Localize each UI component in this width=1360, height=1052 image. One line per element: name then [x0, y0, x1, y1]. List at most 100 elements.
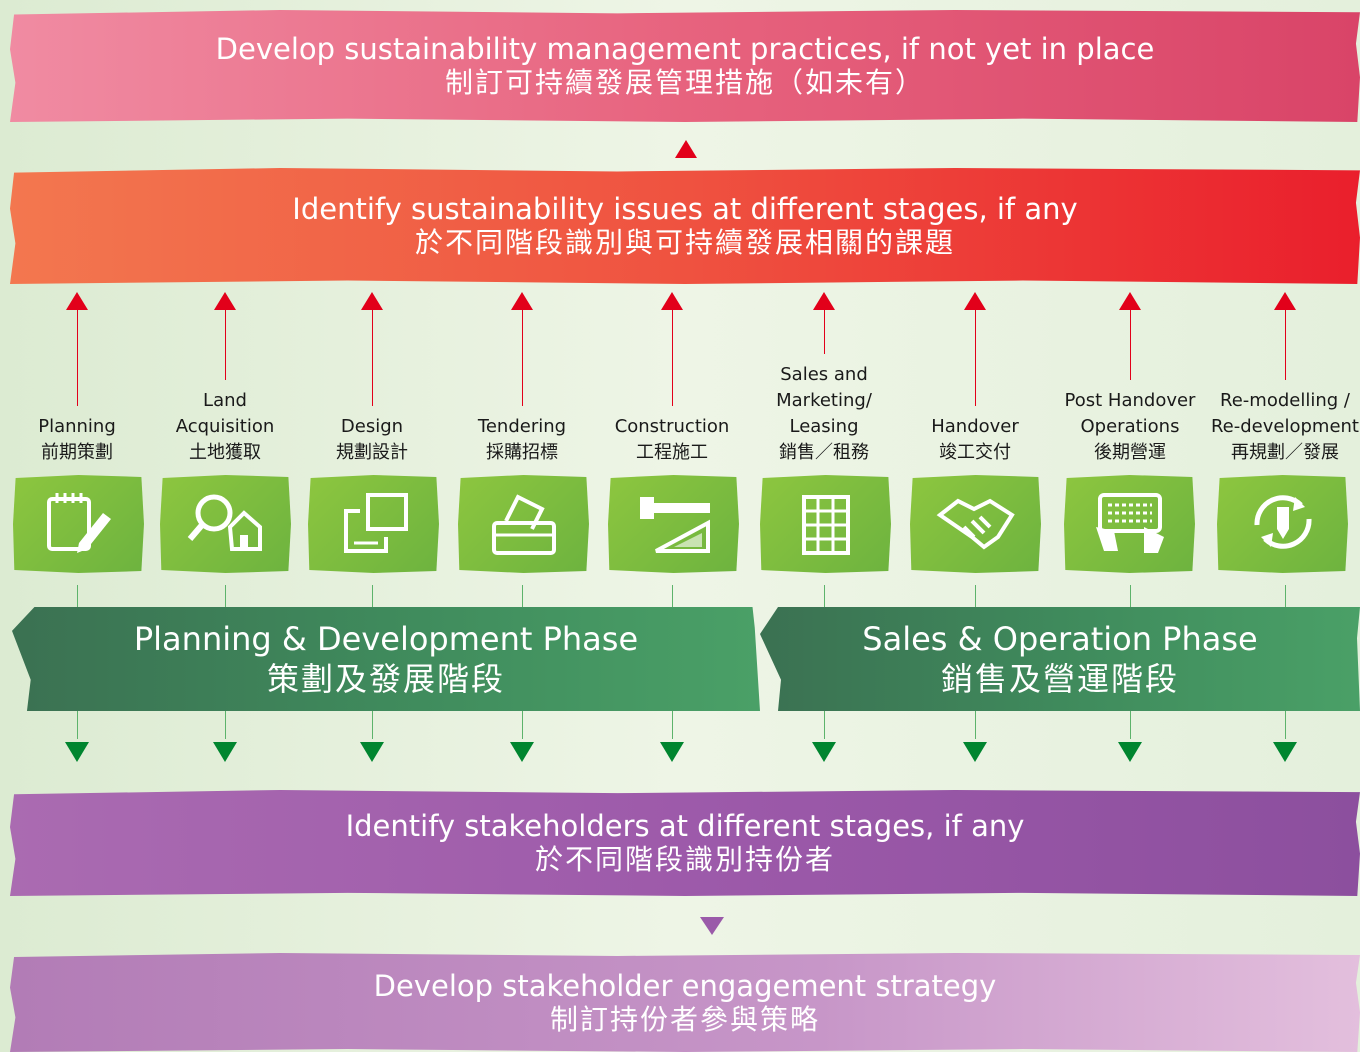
planning-phase-bar: Planning & Development Phase 策劃及發展階段: [12, 607, 760, 711]
stage-en: Re-modelling / Re-development: [1205, 388, 1360, 440]
stage-tile-2: [160, 475, 291, 573]
stage-label-4: Tendering 採購招標: [442, 414, 602, 466]
notepad-pencil-icon: [39, 487, 119, 561]
stage-tile-6: [760, 475, 891, 573]
arrow-down-4: [510, 742, 534, 762]
stage-en-line: Post Handover: [1064, 390, 1196, 411]
connector-2: [225, 585, 226, 607]
stage-en-line: Construction: [614, 416, 730, 437]
stage-label-1: Planning 前期策劃: [0, 414, 157, 466]
connector-lower-8: [1130, 711, 1131, 739]
stage-en-line: Re-modelling /: [1220, 390, 1350, 411]
issues-zh: 於不同階段識別與可持續發展相關的課題: [414, 226, 955, 259]
arrow-up-3: [361, 292, 383, 310]
arrow-up-7: [964, 292, 986, 310]
connector-4: [522, 585, 523, 607]
handshake-icon: [936, 487, 1016, 561]
connector-7: [975, 585, 976, 607]
stage-label-9: Re-modelling / Re-development 再規劃／發展: [1205, 388, 1360, 466]
arrow-up-2: [214, 292, 236, 310]
stage-en-line: Design: [340, 416, 404, 437]
arrow-down-7: [963, 742, 987, 762]
stage-en-line: Handover: [931, 416, 1019, 437]
stage-en-line: Land: [203, 390, 247, 411]
t-square-triangle-icon: [634, 487, 714, 561]
connector-lower-6: [824, 711, 825, 739]
stage-en-line: Re-development: [1210, 416, 1359, 437]
stage-zh: 後期營運: [1094, 442, 1166, 463]
stage-label-5: Construction 工程施工: [592, 414, 752, 466]
stage-en-line: Operations: [1080, 416, 1180, 437]
arrow-down-9: [1273, 742, 1297, 762]
stage-tile-3: [308, 475, 439, 573]
arrow-line-8: [1130, 308, 1131, 380]
stage-zh: 前期策劃: [41, 442, 113, 463]
arrow-up-9: [1274, 292, 1296, 310]
stage-zh: 工程施工: [636, 442, 708, 463]
stage-en-line: Tendering: [477, 416, 567, 437]
stage-zh: 採購招標: [486, 442, 558, 463]
stage-en-line: Planning: [38, 416, 116, 437]
strategy-en: Develop stakeholder engagement strategy: [373, 968, 997, 1003]
arrow-down-to-strategy: [700, 917, 724, 935]
connector-lower-3: [372, 711, 373, 739]
ballot-box-icon: [484, 487, 564, 561]
arrow-down-8: [1118, 742, 1142, 762]
stage-zh: 土地獲取: [189, 442, 261, 463]
connector-lower-5: [672, 711, 673, 739]
stage-tile-9: [1217, 475, 1348, 573]
practices-en: Develop sustainability management practi…: [215, 32, 1155, 66]
connector-5: [672, 585, 673, 607]
stakeholders-en: Identify stakeholders at different stage…: [345, 809, 1025, 843]
stage-zh: 再規劃／發展: [1231, 442, 1339, 463]
stage-en: Planning: [0, 414, 157, 440]
keyboard-hands-icon: [1090, 487, 1170, 561]
sales-phase-bar: Sales & Operation Phase 銷售及營運階段: [760, 607, 1360, 711]
stage-en-line: Sales and: [780, 364, 868, 385]
stage-label-3: Design 規劃設計: [292, 414, 452, 466]
strategy-zh: 制訂持份者參與策略: [549, 1002, 820, 1036]
stage-tile-4: [458, 475, 589, 573]
stage-zh: 竣工交付: [939, 442, 1011, 463]
arrow-up-5: [661, 292, 683, 310]
connector-lower-9: [1285, 711, 1286, 739]
practices-box: Develop sustainability management practi…: [10, 10, 1360, 122]
arrow-up-1: [66, 292, 88, 310]
stage-en: Tendering: [442, 414, 602, 440]
connector-lower-7: [975, 711, 976, 739]
stage-tile-8: [1064, 475, 1195, 573]
issues-box: Identify sustainability issues at differ…: [10, 168, 1360, 284]
arrow-up-4: [511, 292, 533, 310]
stage-label-7: Handover 竣工交付: [895, 414, 1055, 466]
connector-lower-4: [522, 711, 523, 739]
arrow-up-8: [1119, 292, 1141, 310]
arrow-line-1: [77, 308, 78, 406]
magnifier-house-icon: [186, 487, 266, 561]
strategy-box: Develop stakeholder engagement strategy …: [10, 953, 1360, 1052]
arrow-line-6: [824, 308, 825, 354]
arrow-down-6: [812, 742, 836, 762]
stage-tile-1: [13, 475, 144, 573]
cycle-pencil-icon: [1243, 487, 1323, 561]
connector-lower-1: [77, 711, 78, 739]
connector-6: [824, 585, 825, 607]
connector-3: [372, 585, 373, 607]
arrow-down-5: [660, 742, 684, 762]
stage-zh: 規劃設計: [336, 442, 408, 463]
arrow-up-to-practices: [675, 140, 697, 158]
practices-zh: 制訂可持續發展管理措施（如未有）: [444, 66, 925, 99]
stage-en-line: Acquisition: [175, 416, 275, 437]
arrow-line-2: [225, 308, 226, 380]
stage-en-line: Leasing: [789, 416, 859, 437]
planning-phase-zh: 策劃及發展階段: [266, 660, 505, 698]
stage-en-line: Marketing/: [776, 390, 872, 411]
sales-phase-zh: 銷售及營運階段: [940, 660, 1179, 698]
arrow-down-3: [360, 742, 384, 762]
arrow-line-5: [672, 308, 673, 406]
stage-en: Handover: [895, 414, 1055, 440]
connector-1: [77, 585, 78, 607]
stakeholders-zh: 於不同階段識別持份者: [534, 843, 835, 876]
